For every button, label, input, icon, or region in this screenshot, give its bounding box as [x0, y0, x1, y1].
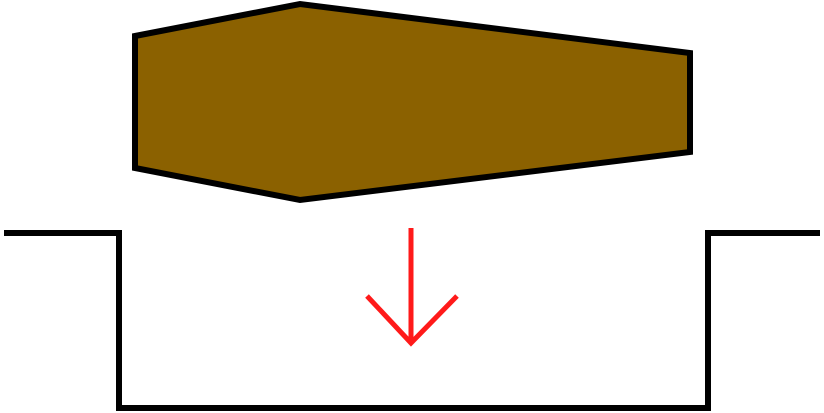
down-arrow-icon — [365, 228, 459, 347]
grave-pit — [4, 230, 820, 411]
down-arrow-head — [365, 294, 459, 347]
coffin — [132, 0, 693, 204]
